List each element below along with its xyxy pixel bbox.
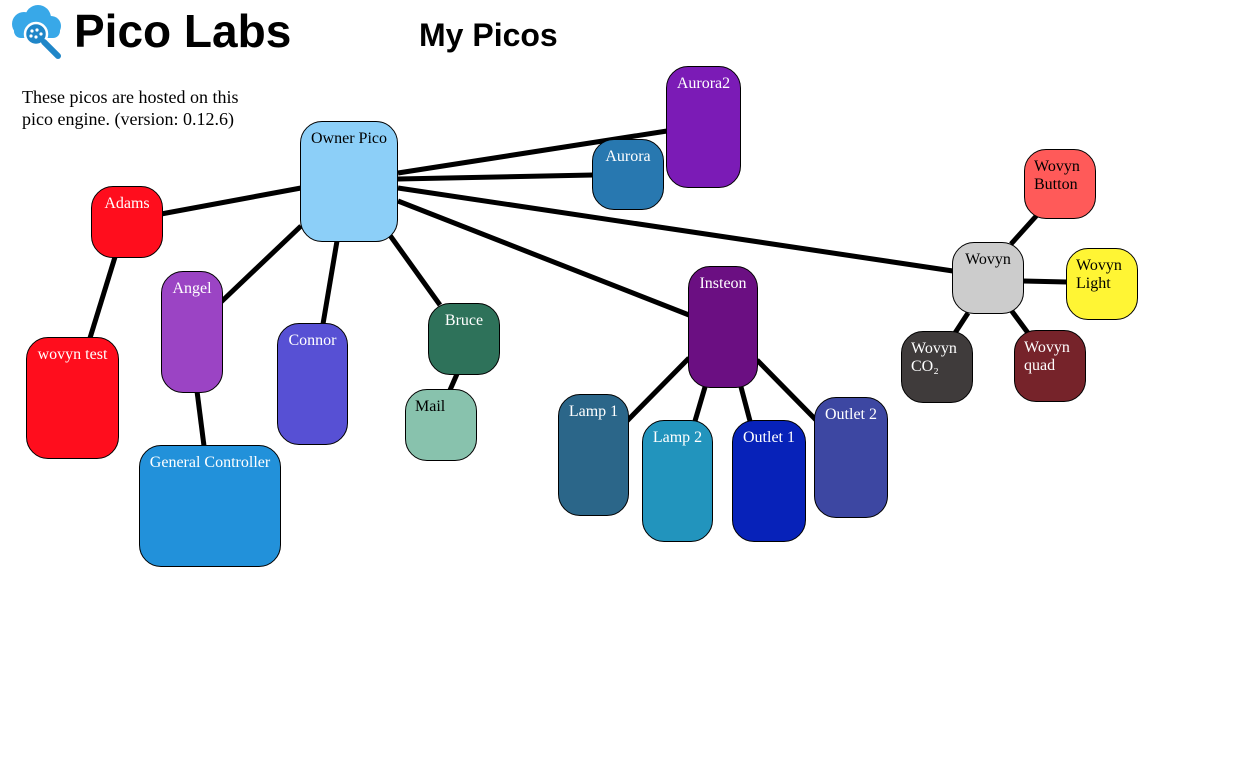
edge-insteon-lamp2 bbox=[692, 386, 708, 422]
pico-label: Wovyn quad bbox=[1024, 339, 1070, 374]
pico-label: Outlet 1 bbox=[743, 429, 795, 446]
pico-insteon[interactable]: Insteon bbox=[688, 266, 758, 388]
pico-label: Bruce bbox=[444, 312, 484, 329]
pico-label: Lamp 2 bbox=[652, 429, 703, 446]
pico-label: Wovyn bbox=[965, 251, 1011, 268]
pico-label: Outlet 2 bbox=[825, 406, 877, 423]
pico-aurora[interactable]: Aurora bbox=[592, 139, 664, 210]
pico-wovyn-co2[interactable]: Wovyn CO₂ bbox=[901, 331, 973, 403]
edge-wovyn-quad bbox=[1008, 308, 1031, 335]
engine-info-text: These picos are hosted on this pico engi… bbox=[22, 87, 239, 129]
pico-wovyn-light[interactable]: Wovyn Light bbox=[1066, 248, 1138, 320]
pico-wovyn[interactable]: Wovyn bbox=[952, 242, 1024, 314]
pico-label: Lamp 1 bbox=[568, 403, 619, 420]
pico-label: Wovyn CO₂ bbox=[911, 340, 957, 375]
pico-aurora2[interactable]: Aurora2 bbox=[666, 66, 741, 188]
pico-bruce[interactable]: Bruce bbox=[428, 303, 500, 375]
pico-label: Wovyn Light bbox=[1076, 257, 1122, 292]
edge-owner-wovyn bbox=[397, 185, 954, 274]
edge-bruce-mail bbox=[447, 372, 460, 392]
edge-owner-adams bbox=[160, 185, 302, 217]
pico-wovyn-quad[interactable]: Wovyn quad bbox=[1014, 330, 1086, 402]
edge-adams-wovyn-test bbox=[87, 256, 118, 339]
pico-label: wovyn test bbox=[37, 346, 108, 363]
pico-wovyn-button[interactable]: Wovyn Button bbox=[1024, 149, 1096, 219]
edge-insteon-outlet2 bbox=[755, 358, 818, 422]
pico-connor[interactable]: Connor bbox=[277, 323, 348, 445]
edge-owner-insteon bbox=[397, 198, 690, 318]
pico-label: Wovyn Button bbox=[1034, 158, 1080, 193]
edge-insteon-outlet1 bbox=[738, 386, 753, 422]
pico-wovyn-test[interactable]: wovyn test bbox=[26, 337, 119, 459]
pico-lamp-2[interactable]: Lamp 2 bbox=[642, 420, 713, 542]
page-title: My Picos bbox=[419, 17, 558, 53]
pico-owner-pico[interactable]: Owner Pico bbox=[300, 121, 398, 242]
pico-label: Adams bbox=[104, 195, 150, 212]
edge-angel-general-controller bbox=[194, 390, 207, 447]
edge-wovyn-co2 bbox=[952, 311, 971, 335]
pico-outlet-2[interactable]: Outlet 2 bbox=[814, 397, 888, 518]
pico-label: Angel bbox=[172, 280, 212, 297]
pico-general-controller[interactable]: General Controller bbox=[139, 445, 281, 567]
pico-label: Connor bbox=[288, 332, 337, 349]
pico-label: Mail bbox=[415, 398, 446, 415]
pico-label: Insteon bbox=[699, 275, 747, 292]
pico-mail[interactable]: Mail bbox=[405, 389, 477, 461]
pico-outlet-1[interactable]: Outlet 1 bbox=[732, 420, 806, 542]
cloud-magnifier-icon bbox=[12, 5, 61, 59]
edge-owner-aurora bbox=[397, 172, 594, 182]
edge-owner-aurora2 bbox=[397, 128, 668, 176]
pico-label: Aurora bbox=[605, 148, 651, 165]
pico-angel[interactable]: Angel bbox=[161, 271, 223, 393]
pico-label: Aurora2 bbox=[676, 75, 731, 92]
pico-label: General Controller bbox=[149, 454, 271, 471]
pico-label: Owner Pico bbox=[311, 130, 387, 147]
edge-owner-angel bbox=[218, 224, 303, 305]
edge-wovyn-light bbox=[1022, 278, 1068, 285]
edge-wovyn-button bbox=[1009, 212, 1040, 246]
brand-name: Pico Labs bbox=[74, 5, 292, 57]
edge-owner-connor bbox=[320, 240, 340, 325]
pico-lamp-1[interactable]: Lamp 1 bbox=[558, 394, 629, 516]
edge-insteon-lamp1 bbox=[624, 356, 691, 424]
pico-adams[interactable]: Adams bbox=[91, 186, 163, 258]
edge-owner-bruce bbox=[386, 232, 443, 307]
